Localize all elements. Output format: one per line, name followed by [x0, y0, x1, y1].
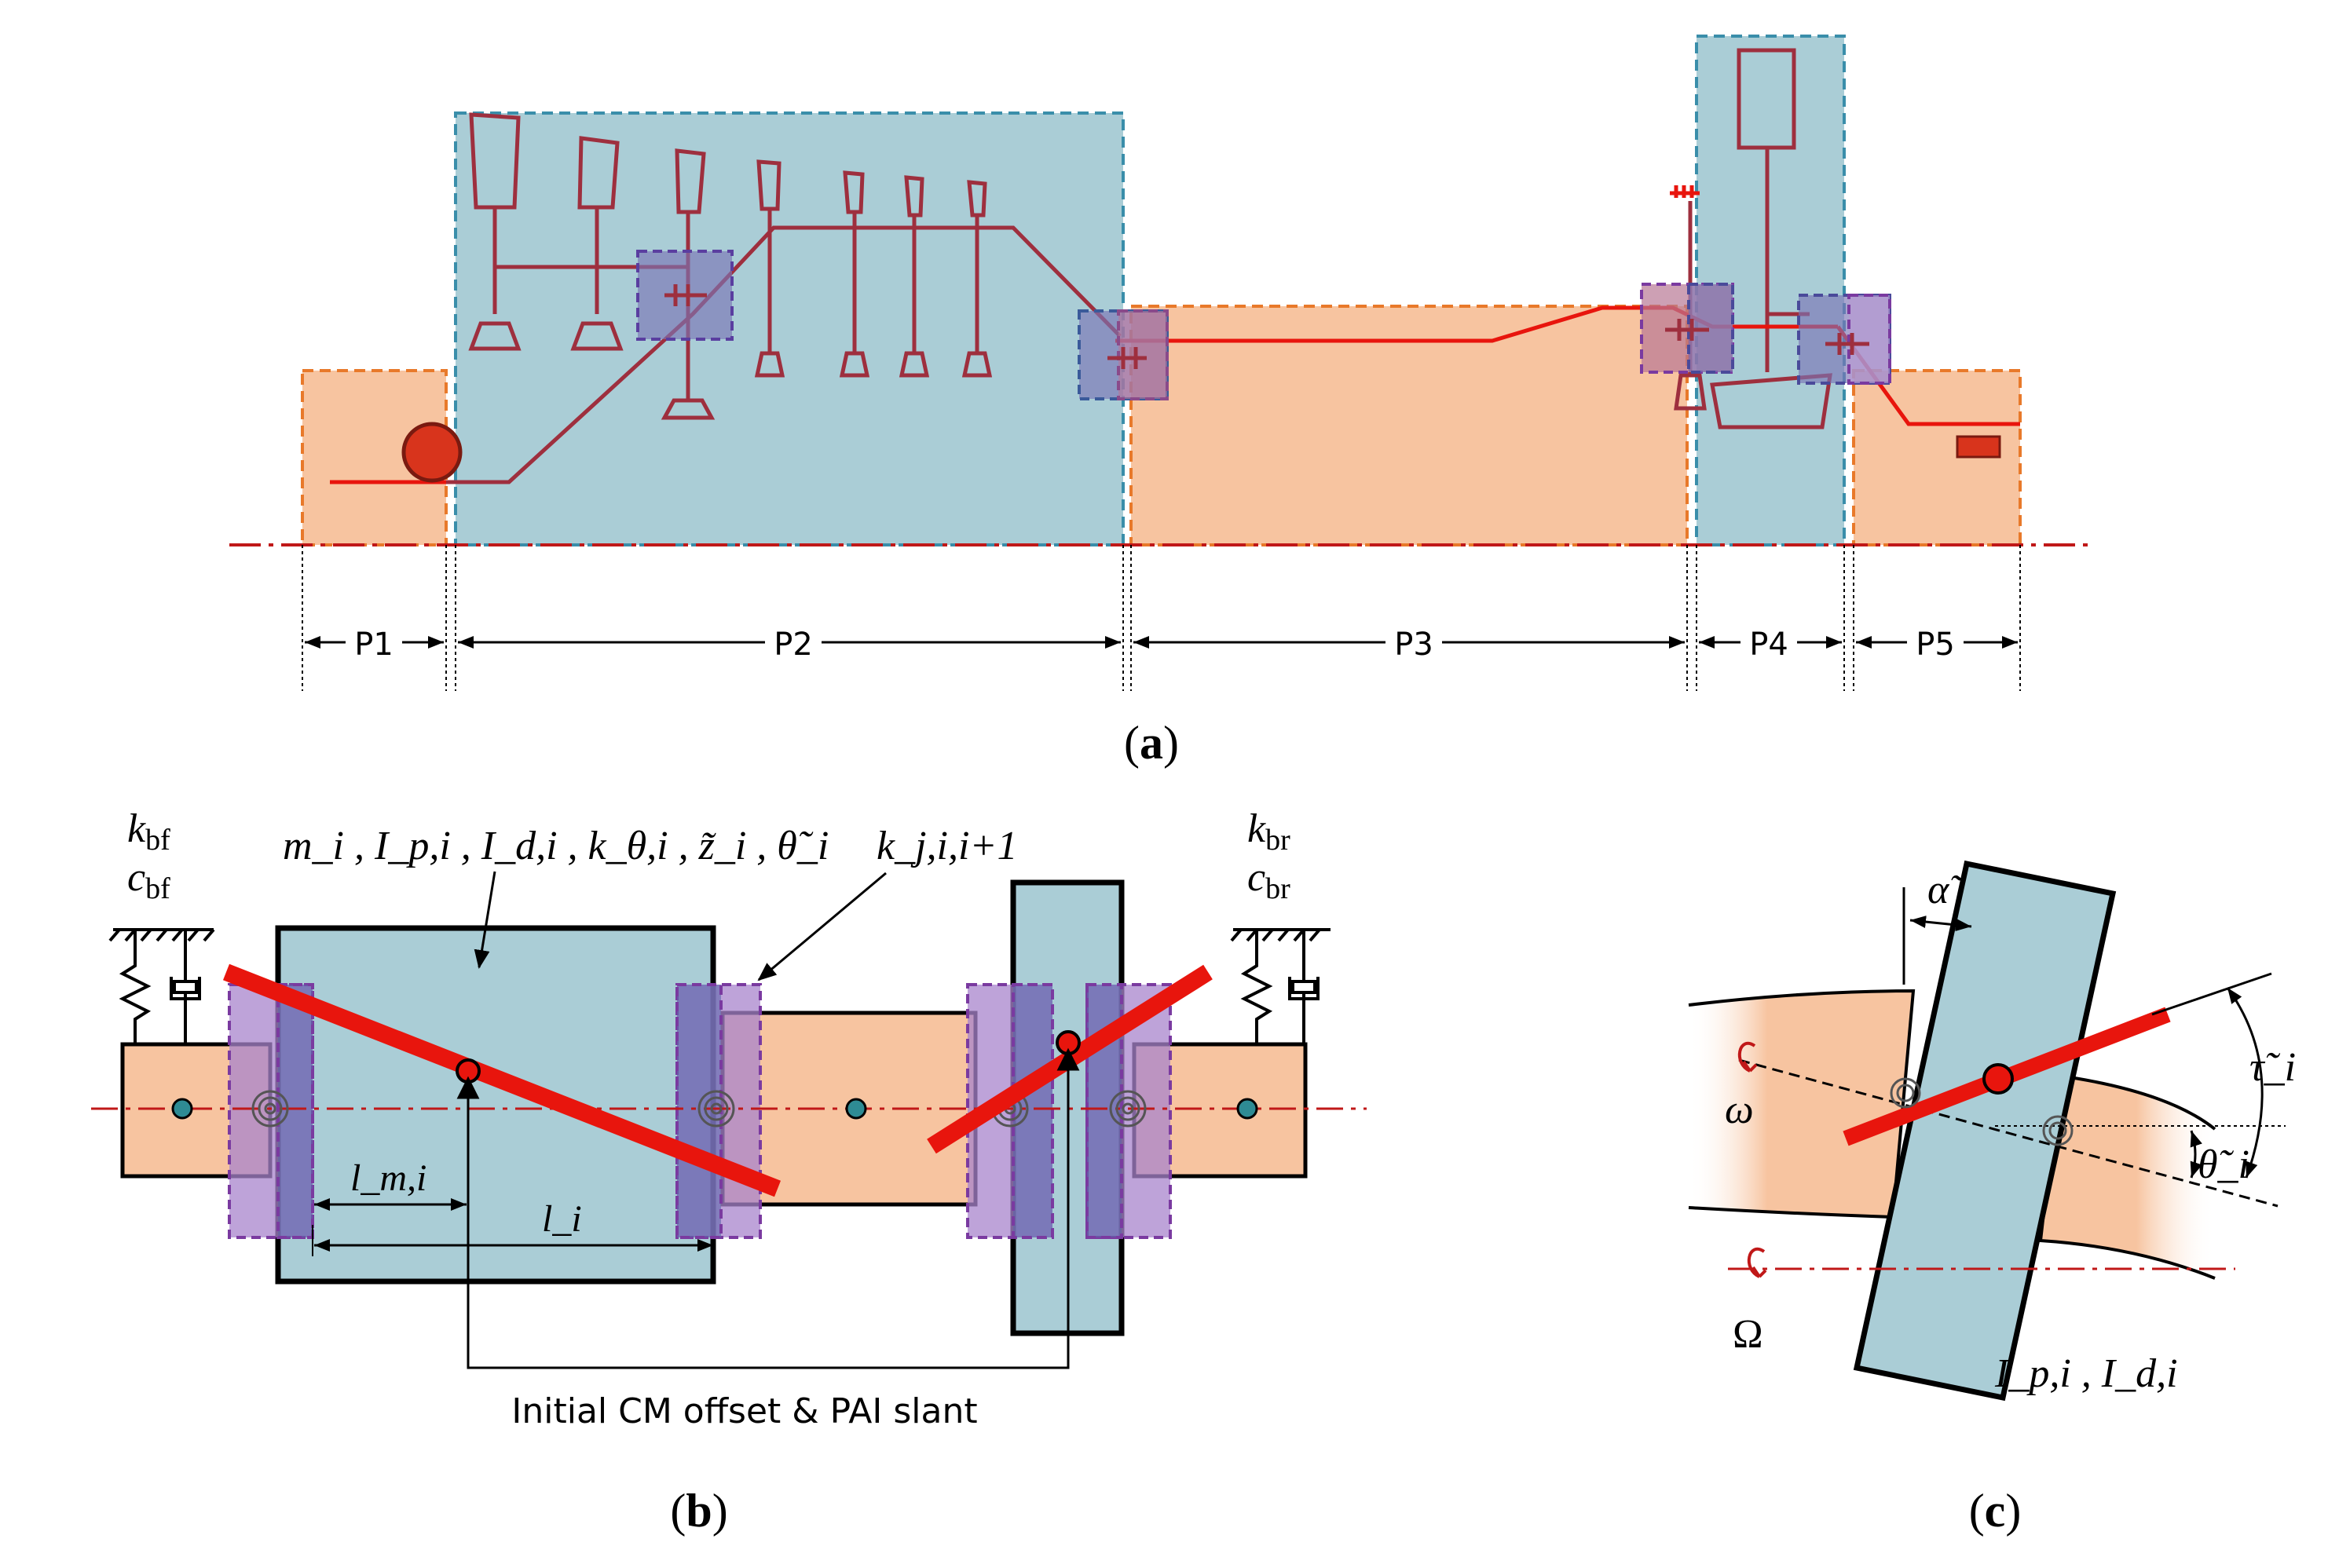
tau-angle	[2151, 972, 2272, 1179]
segment-p2-box	[454, 111, 1125, 546]
length-dimensions	[312, 1198, 713, 1256]
segment-p3-box	[1129, 305, 1689, 546]
panel-b: kbf cbf kbr cbr m_i , I_p,i , I_d,i , k_…	[91, 806, 1367, 1537]
cm-marker-c	[1982, 1063, 2014, 1095]
centre-dots	[171, 1098, 1258, 1120]
dimension-extension-lines	[302, 545, 2021, 691]
panel-a-label: (a)	[1124, 717, 1179, 769]
theta-angle	[2190, 1130, 2202, 1179]
omega-label: ω	[1725, 1087, 1754, 1132]
disk-parameters-label: m_i , I_p,i , I_d,i , k_θ,i , z̃_i , θ̃_…	[283, 824, 829, 868]
c-bf-label: cbf	[127, 855, 170, 905]
panel-a: P1 P2 P3 P4 P5 (a)	[229, 35, 2091, 769]
rotation-omega-icon	[1737, 1041, 1758, 1073]
pai-bar-disk	[222, 963, 781, 1197]
panel-c-label: (c)	[1969, 1485, 2022, 1537]
joint-stiffness-arrow	[757, 872, 887, 981]
left-shaft-segment	[1689, 991, 1913, 1217]
joint-stiffness-label: k_j,i,i+1	[877, 824, 1018, 868]
tau-label: τ̃_i	[2249, 1045, 2296, 1090]
c-br-label: cbr	[1247, 855, 1290, 905]
inclined-axis	[1738, 1058, 2279, 1208]
front-support	[108, 928, 215, 1044]
theta-label: θ̃_i	[2198, 1142, 2249, 1187]
rotation-Omega-icon	[1747, 1247, 1767, 1278]
front-bearing-ball	[401, 422, 463, 483]
shaft-red-lines	[330, 185, 2020, 484]
panel-b-label: (b)	[670, 1485, 727, 1537]
segment-label: P3	[1394, 627, 1433, 663]
rotor-disk-block	[275, 925, 716, 1285]
coupling-symbols	[664, 284, 1869, 369]
k-bf-label: kbf	[127, 806, 170, 857]
torsional-springs-c	[1890, 1077, 2074, 1146]
rear-support	[1230, 928, 1331, 1044]
panel-c: α̃ τ̃_i θ̃_i ω Ω I_p,i , I_d,i (c)	[1688, 860, 2296, 1537]
segment-label: P1	[354, 627, 393, 663]
inertia-label: I_p,i , I_d,i	[1994, 1351, 2178, 1396]
initial-offset-leaders	[456, 1047, 1080, 1369]
l-label: l_i	[542, 1198, 582, 1240]
alpha-angle	[1902, 887, 1972, 985]
segment-label: P2	[774, 627, 813, 663]
segment-label: P4	[1749, 627, 1788, 663]
segment-label: P5	[1916, 627, 1955, 663]
l-m-label: l_m,i	[350, 1157, 426, 1199]
initial-offset-caption: Initial CM offset & PAI slant	[511, 1391, 977, 1431]
k-br-label: kbr	[1247, 806, 1290, 857]
tilted-disk	[1853, 860, 2117, 1402]
rear-block	[1956, 435, 2001, 459]
Omega-label: Ω	[1733, 1312, 1763, 1357]
param-leader-arrow	[474, 871, 496, 969]
